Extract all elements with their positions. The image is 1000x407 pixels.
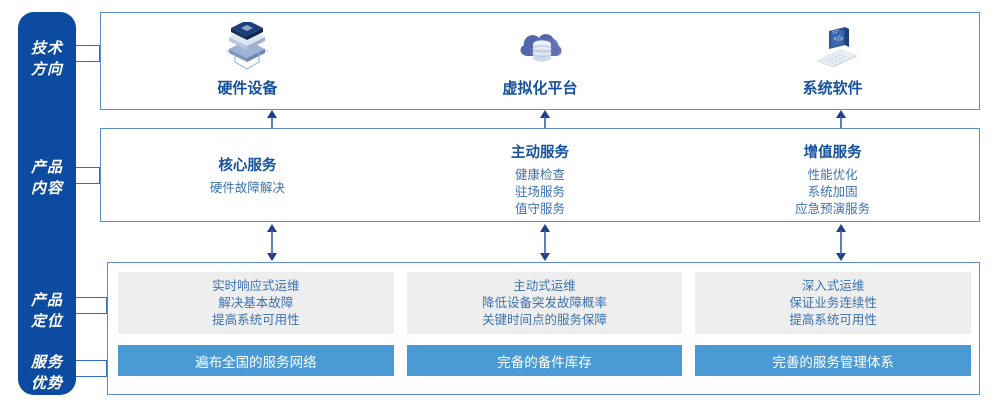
position-line: 主动式运维 (513, 278, 576, 293)
content-item: 值守服务 (515, 202, 566, 216)
content-item: 硬件故障解决 (209, 181, 285, 195)
sidebar-item-tech-direction[interactable]: 技术 方向 (18, 38, 76, 80)
connector-advantage-top (76, 360, 107, 361)
position-line: 提高系统可用性 (212, 312, 300, 327)
sidebar-item-label-line2: 内容 (30, 180, 63, 197)
connector-position-vertical (106, 297, 107, 314)
connector-content-top (76, 167, 100, 168)
content-title: 增值服务 (803, 145, 862, 161)
category-sidebar: 技术 方向 产品 内容 产品 定位 服务 优势 (18, 12, 76, 395)
advantage-bar-management-system[interactable]: 完善的服务管理体系 (695, 345, 972, 376)
connector-tech-bottom (76, 61, 100, 62)
sidebar-item-service-advantage[interactable]: 服务 优势 (18, 352, 76, 394)
laptop-code-icon: </> (686, 21, 979, 75)
position-line: 深入式运维 (801, 278, 865, 293)
svg-text:</>: </> (833, 36, 843, 43)
position-box-indepth[interactable]: 深入式运维 保证业务连续性 提高系统可用性 (695, 272, 972, 334)
content-title: 主动服务 (511, 145, 569, 161)
sidebar-item-product-content[interactable]: 产品 内容 (18, 157, 76, 199)
connector-tech-top (76, 45, 100, 46)
content-item: 应急预演服务 (795, 202, 871, 216)
connector-advantage-vertical (106, 360, 107, 377)
sidebar-item-label-line1: 服务 (30, 354, 63, 371)
arrow-double-active (539, 224, 551, 266)
arrow-double-value-added (835, 224, 847, 266)
arrow-up-system-software (835, 110, 847, 134)
connector-content-bottom (76, 183, 100, 184)
position-line: 实时响应式运维 (212, 278, 300, 293)
position-box-realtime[interactable]: 实时响应式运维 解决基本故障 提高系统可用性 (118, 272, 394, 334)
position-line: 提高系统可用性 (789, 312, 877, 327)
advantage-bar-service-network[interactable]: 遍布全国的服务网络 (118, 345, 394, 376)
sidebar-item-label-line2: 优势 (30, 375, 63, 392)
tech-title: 系统软件 (802, 80, 863, 97)
position-line: 关键时间点的服务保障 (482, 312, 608, 327)
sidebar-item-label-line2: 方向 (30, 61, 63, 78)
position-line: 保证业务连续性 (789, 295, 877, 310)
tech-column-virtualization[interactable]: 虚拟化平台 (394, 13, 687, 98)
connector-tech-vertical (99, 45, 100, 62)
advantage-bar-spare-parts[interactable]: 完备的备件库存 (406, 345, 683, 376)
tech-title: 硬件设备 (217, 80, 278, 97)
position-line: 解决基本故障 (218, 295, 294, 310)
content-item: 性能优化 (807, 168, 858, 182)
arrow-double-core (266, 224, 278, 266)
connector-position-top (76, 297, 107, 298)
position-box-proactive[interactable]: 主动式运维 降低设备突发故障概率 关键时间点的服务保障 (406, 272, 683, 334)
product-position-advantage-panel: 实时响应式运维 解决基本故障 提高系统可用性 主动式运维 降低设备突发故障概率 … (107, 262, 980, 395)
sidebar-item-product-position[interactable]: 产品 定位 (18, 290, 76, 332)
tech-direction-panel: 硬件设备 虚拟化平台 (100, 12, 980, 110)
content-title: 核心服务 (218, 158, 277, 174)
connector-position-bottom (76, 313, 107, 314)
tech-title: 虚拟化平台 (502, 80, 578, 97)
connector-content-vertical (99, 167, 100, 184)
sidebar-item-label-line2: 定位 (30, 313, 63, 330)
product-content-panel: 核心服务 硬件故障解决 主动服务 健康检查 驻场服务 值守服务 增值服务 性能优… (100, 128, 980, 222)
position-line: 降低设备突发故障概率 (482, 295, 608, 310)
server-stack-icon (101, 21, 394, 75)
connector-advantage-bottom (76, 376, 107, 377)
content-column-value-added-service[interactable]: 增值服务 性能优化 系统加固 应急预演服务 (686, 129, 979, 221)
sidebar-item-label-line1: 产品 (30, 292, 63, 309)
content-item: 健康检查 (515, 168, 566, 182)
content-item: 系统加固 (807, 185, 858, 199)
tech-column-hardware[interactable]: 硬件设备 (101, 13, 394, 98)
cloud-database-icon (394, 21, 687, 75)
arrow-up-virtualization (539, 110, 551, 134)
content-column-core-service[interactable]: 核心服务 硬件故障解决 (101, 129, 394, 221)
tech-column-system-software[interactable]: </> 系统软件 (686, 13, 979, 98)
arrow-up-hardware (266, 110, 278, 134)
content-item: 驻场服务 (515, 185, 566, 199)
sidebar-item-label-line1: 技术 (30, 40, 63, 57)
advantage-bar-row: 遍布全国的服务网络 完备的备件库存 完善的服务管理体系 (118, 345, 972, 376)
position-box-row: 实时响应式运维 解决基本故障 提高系统可用性 主动式运维 降低设备突发故障概率 … (118, 272, 972, 334)
content-column-active-service[interactable]: 主动服务 健康检查 驻场服务 值守服务 (394, 129, 687, 221)
sidebar-item-label-line1: 产品 (30, 159, 63, 176)
